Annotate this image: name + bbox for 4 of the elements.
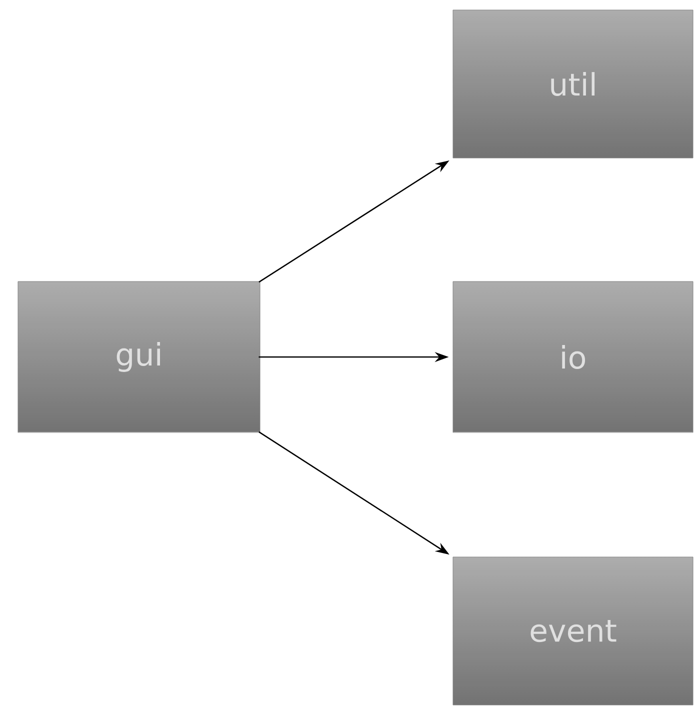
- module-box: util: [452, 10, 694, 158]
- module-box: gui: [18, 281, 260, 433]
- module-box: event: [452, 556, 694, 706]
- module-box: io: [452, 281, 694, 433]
